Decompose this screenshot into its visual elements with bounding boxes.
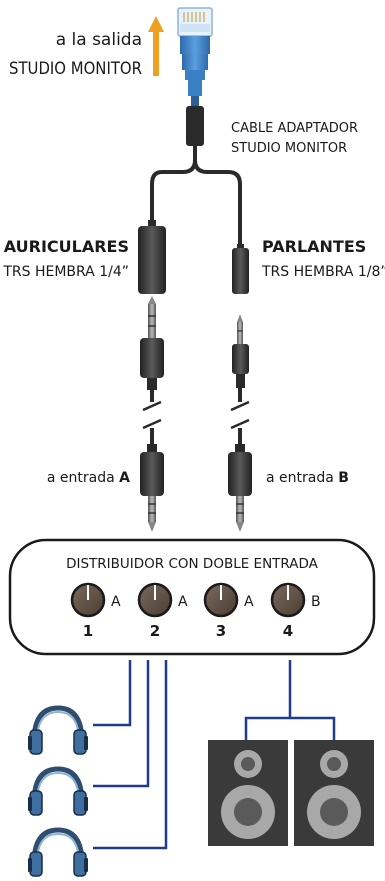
rj45-plug-icon — [177, 7, 213, 146]
knob-2[interactable]: A 2 — [137, 582, 188, 640]
arrow-up-icon — [148, 16, 164, 76]
knob-4-number: 4 — [283, 622, 293, 640]
knob-4-source: B — [311, 594, 321, 610]
speakers-jack-label: PARLANTES TRS HEMBRA 1/8” — [261, 237, 385, 280]
knob-4[interactable]: B 4 — [270, 582, 321, 640]
right-female-jack — [232, 244, 249, 294]
headphones-jack-subtitle: TRS HEMBRA 1/4” — [2, 264, 129, 280]
knob-3-number: 3 — [216, 622, 226, 640]
speaker-icon — [294, 740, 374, 846]
speaker-icon — [208, 740, 288, 846]
input-b-label: a entrada B — [266, 470, 349, 486]
svg-text:a entrada A: a entrada A — [47, 470, 130, 486]
headphones-icon — [28, 827, 88, 877]
output-wires — [93, 660, 336, 850]
adapter-label-line2: STUDIO MONITOR — [231, 141, 347, 156]
left-female-jack — [138, 220, 166, 294]
knob-1[interactable]: A 1 — [70, 582, 121, 640]
knob-1-number: 1 — [83, 622, 93, 640]
input-a-letter: A — [119, 470, 130, 486]
left-patch-cable — [140, 296, 164, 532]
headphones-jack-title: AURICULARES — [4, 237, 129, 256]
input-b-letter: B — [338, 470, 349, 486]
adapter-label-line1: CABLE ADAPTADOR — [231, 121, 358, 136]
headphones-icon — [28, 766, 88, 816]
svg-text:a entrada B: a entrada B — [266, 470, 349, 486]
studio-monitor-output-label: a la salida STUDIO MONITOR — [9, 30, 142, 79]
adapter-cable-label: CABLE ADAPTADOR STUDIO MONITOR — [231, 121, 358, 156]
knob-3-source: A — [244, 594, 254, 610]
y-split-cable — [150, 144, 242, 248]
input-a-prefix: a entrada — [47, 470, 119, 486]
output-label-line1: a la salida — [56, 30, 142, 50]
right-patch-cable — [228, 314, 252, 532]
headphones-jack-label: AURICULARES TRS HEMBRA 1/4” — [2, 237, 129, 280]
knob-2-number: 2 — [150, 622, 160, 640]
input-a-label: a entrada A — [47, 470, 130, 486]
knob-3[interactable]: A 3 — [203, 582, 254, 640]
input-b-prefix: a entrada — [266, 470, 338, 486]
headphones-icon — [28, 705, 88, 755]
output-label-line2: STUDIO MONITOR — [9, 59, 142, 79]
knob-2-source: A — [178, 594, 188, 610]
distributor-box: DISTRIBUIDOR CON DOBLE ENTRADA A 1 A 2 A… — [8, 538, 376, 656]
knob-1-source: A — [111, 594, 121, 610]
speakers-jack-subtitle: TRS HEMBRA 1/8” — [261, 264, 385, 280]
distributor-title: DISTRIBUIDOR CON DOBLE ENTRADA — [66, 556, 319, 572]
speakers-jack-title: PARLANTES — [262, 237, 366, 256]
